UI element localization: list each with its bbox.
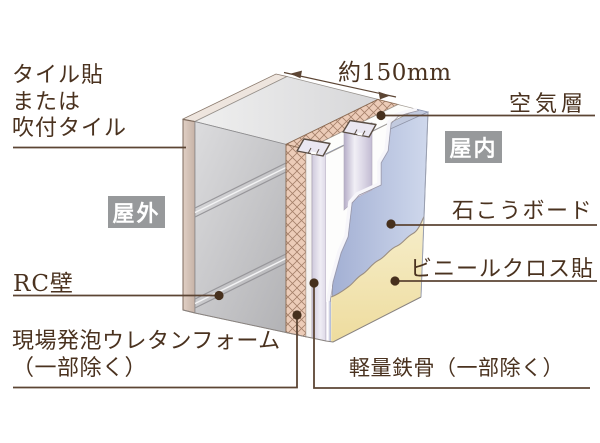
label-urethane-foam: 現場発泡ウレタンフォーム （一部除く） (12, 329, 281, 382)
leader-steel (313, 283, 590, 389)
label-tile: タイル貼 または 吹付タイル (12, 63, 127, 143)
label-tile-line2: または (12, 89, 82, 115)
label-tile-line3: 吹付タイル (12, 116, 128, 141)
gypsum-torn-edge-line (329, 110, 420, 303)
label-air-layer: 空気層 (509, 92, 588, 117)
leader-dots (214, 110, 400, 320)
leader-lines (13, 114, 597, 389)
steel-stud2-profile (342, 119, 377, 138)
label-gypsum-board: 石こうボード (452, 199, 594, 224)
indoor-badge: 屋内 (445, 131, 502, 163)
label-rc-wall: RC壁 (13, 271, 74, 297)
label-light-steel: 軽量鉄骨（一部除く） (349, 356, 564, 380)
steel-stud1-profile (296, 138, 331, 157)
label-urethane-line2: （一部除く） (12, 355, 148, 381)
vinyl-cloth-wavy-edge (331, 216, 425, 298)
dot-steel (309, 278, 319, 288)
dot-gypsum (386, 219, 396, 229)
dot-urethane (292, 310, 302, 320)
label-urethane-line1: 現場発泡ウレタンフォーム (12, 329, 281, 354)
outdoor-badge: 屋外 (108, 196, 165, 228)
dimension-arrow (283, 70, 397, 100)
leader-urethane (13, 315, 298, 389)
dot-rc-wall (214, 290, 224, 301)
label-vinyl-cloth: ビニールクロス貼 (410, 257, 595, 282)
vinyl-cloth-face (331, 216, 424, 342)
bottom-edges (182, 296, 422, 343)
tile-front-face (182, 118, 196, 314)
insulation-front-face (285, 143, 307, 338)
dot-vinyl (390, 276, 400, 286)
dimension-label: 約150mm (338, 60, 452, 86)
air-gap-front-strip (305, 149, 313, 339)
label-tile-line1: タイル貼 (12, 63, 105, 88)
dot-air-layer (376, 110, 386, 121)
right-back-edge (420, 111, 429, 298)
